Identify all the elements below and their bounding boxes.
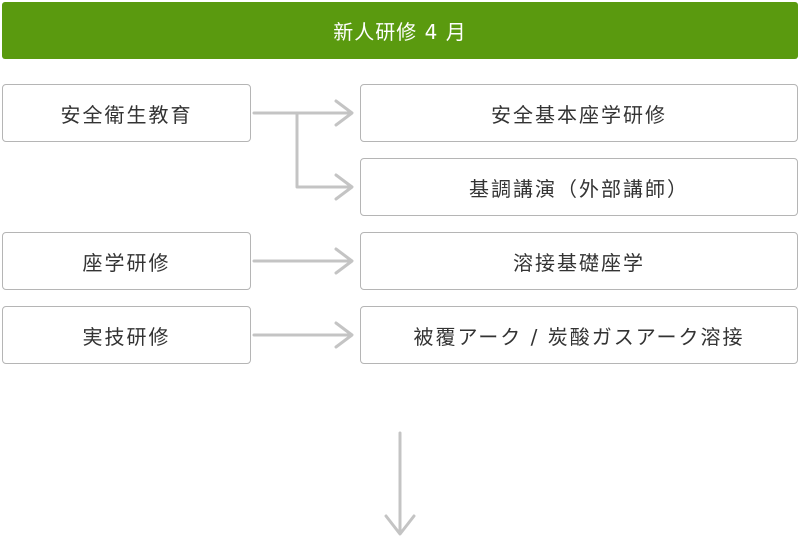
- arrow-right-icon: [334, 173, 354, 201]
- header-title: 新人研修 4 月: [333, 20, 467, 44]
- page-title: 新人研修 4 月: [2, 2, 798, 59]
- keynote-lecture-label: 基調講演（外部講師）: [469, 176, 689, 201]
- classroom-training-label: 座学研修: [82, 250, 171, 275]
- practical-training-label: 実技研修: [82, 324, 171, 349]
- welding-basics-lecture-label: 溶接基礎座学: [513, 250, 645, 275]
- welding-basics-lecture-box: 溶接基礎座学: [360, 232, 798, 290]
- classroom-training-box: 座学研修: [2, 232, 251, 290]
- arrow-down-icon: [384, 514, 416, 536]
- keynote-lecture-box: 基調講演（外部講師）: [360, 158, 798, 216]
- arc-welding-box: 被覆アーク / 炭酸ガスアーク溶接: [360, 306, 798, 364]
- arrow-right-icon: [334, 99, 354, 127]
- practical-training-box: 実技研修: [2, 306, 251, 364]
- arrow-right-icon: [334, 247, 354, 275]
- arrow-right-icon: [334, 321, 354, 349]
- safety-basics-lecture-label: 安全基本座学研修: [491, 102, 667, 127]
- safety-education-label: 安全衛生教育: [60, 102, 193, 127]
- safety-connector: [252, 111, 352, 189]
- arc-welding-label: 被覆アーク / 炭酸ガスアーク溶接: [413, 324, 745, 349]
- safety-education-box: 安全衛生教育: [2, 84, 251, 142]
- safety-basics-lecture-box: 安全基本座学研修: [360, 84, 798, 142]
